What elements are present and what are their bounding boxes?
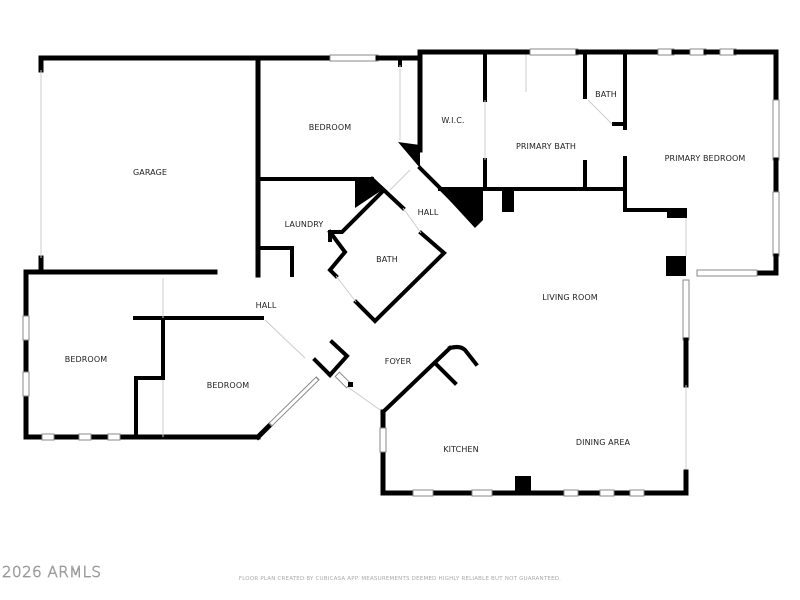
room-label-bedroom: BEDROOM <box>309 123 351 132</box>
watermark: 2026 ARMLS <box>2 563 102 582</box>
room-label-kitchen: KITCHEN <box>443 445 478 454</box>
room-label-bedroom-3: BEDROOM <box>207 381 249 390</box>
walls <box>22 48 780 497</box>
room-label-hall-2: HALL <box>256 301 277 310</box>
room-label-living-room: LIVING ROOM <box>542 293 598 302</box>
disclaimer: FLOOR PLAN CREATED BY CUBICASA APP. MEAS… <box>238 576 562 582</box>
room-label-bath-2: BATH <box>595 90 617 99</box>
room-label-garage: GARAGE <box>133 168 167 177</box>
room-label-wic: W.I.C. <box>441 116 464 125</box>
room-label-dining-area: DINING AREA <box>576 438 631 447</box>
room-label-primary-bedroom: PRIMARY BEDROOM <box>665 154 746 163</box>
room-label-hall: HALL <box>418 208 439 217</box>
room-label-bath: BATH <box>376 255 398 264</box>
room-label-bedroom-2: BEDROOM <box>65 355 107 364</box>
room-label-laundry: LAUNDRY <box>285 220 324 229</box>
room-label-primary-bath: PRIMARY BATH <box>516 142 576 151</box>
room-label-foyer: FOYER <box>385 357 412 366</box>
room-labels: GARAGE BEDROOM LAUNDRY BATH HALL W.I.C. … <box>65 90 746 454</box>
